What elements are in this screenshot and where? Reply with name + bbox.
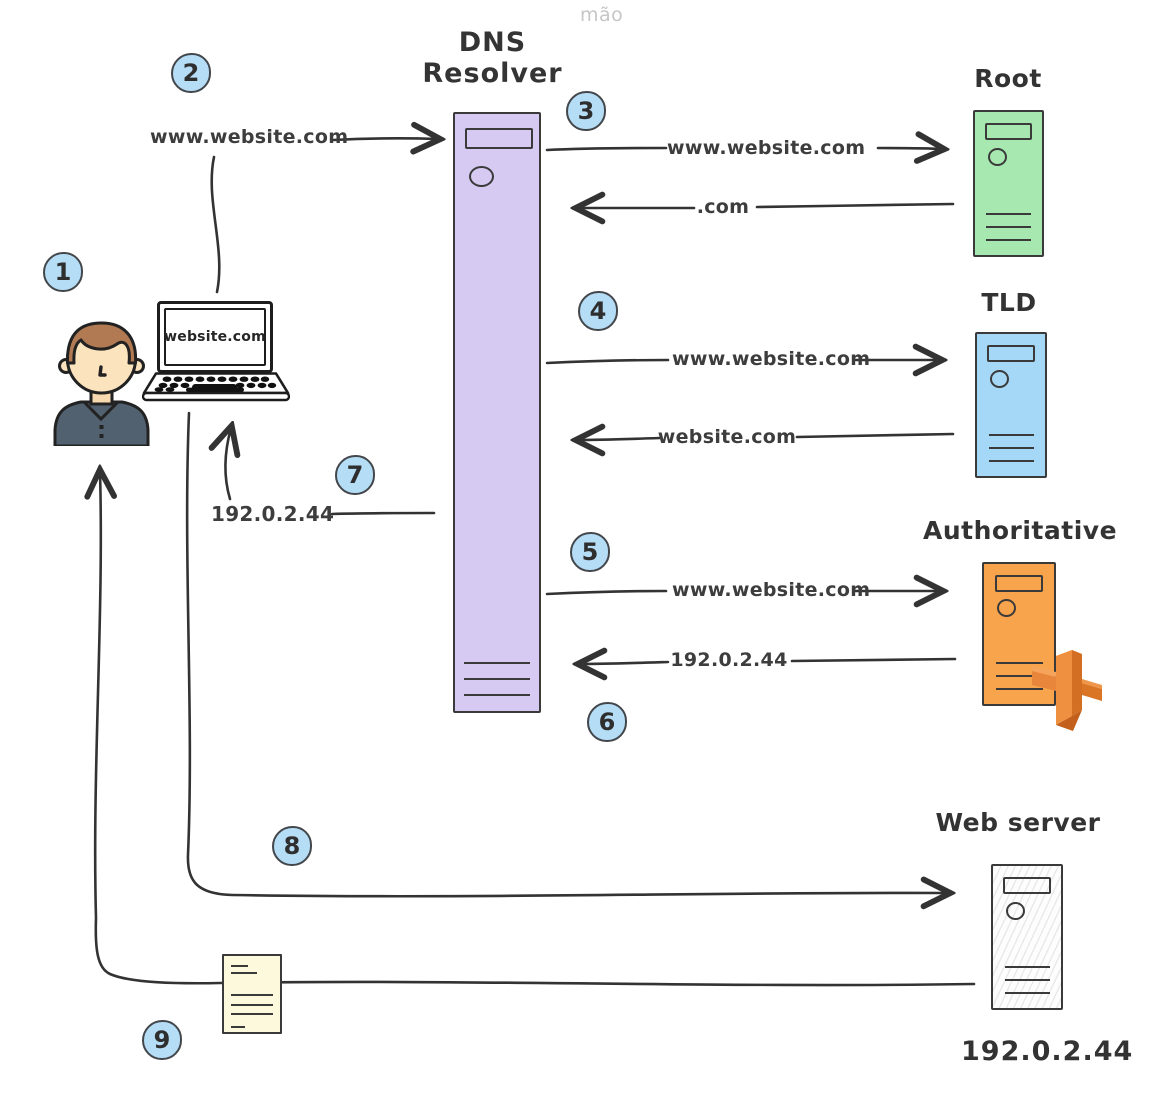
arrow-root-response-right	[755, 202, 955, 209]
vent-line	[464, 678, 530, 680]
step-badge-9: 9	[142, 1020, 182, 1060]
authoritative-label: Authoritative	[922, 516, 1118, 545]
arrow-tld-response-right	[795, 432, 955, 439]
diagram-title: DNS Resolver	[422, 27, 563, 89]
server-vents	[995, 662, 1043, 690]
label-auth-query: www.website.com	[672, 579, 871, 601]
step-badge-1: 1	[43, 252, 83, 292]
resolver-server	[453, 112, 541, 713]
web-server	[991, 864, 1063, 1010]
user-body	[53, 400, 150, 446]
vent-line	[995, 675, 1043, 677]
server-vents	[1004, 965, 1051, 994]
label-root-response: .com	[696, 196, 750, 218]
doc-line	[231, 1026, 245, 1028]
vent-line	[464, 662, 530, 664]
doc-line	[231, 994, 273, 996]
root-server	[973, 110, 1044, 257]
server-vents	[986, 212, 1032, 241]
arrow-root-query-left	[545, 146, 668, 152]
step-badge-8: 8	[272, 826, 312, 866]
server-led	[469, 166, 494, 187]
label-tld-query: www.website.com	[672, 348, 871, 370]
vent-line	[464, 694, 530, 696]
arrow-root-query-right	[876, 148, 942, 149]
label-tld-response: website.com	[657, 426, 797, 448]
laptop-keyboard	[142, 372, 290, 402]
vent-line	[988, 446, 1035, 449]
arrow-step2-query	[331, 138, 438, 140]
doc-line	[231, 965, 248, 967]
web-server-label: Web server	[935, 808, 1101, 837]
label-resolver-answer: 192.0.2.44	[211, 502, 335, 526]
step-badge-3: 3	[566, 91, 606, 131]
step-badge-6: 6	[587, 702, 627, 742]
server-led	[989, 369, 1009, 388]
doc-line	[231, 1013, 273, 1015]
vent-line	[1004, 991, 1051, 994]
web-server-ip: 192.0.2.44	[961, 1036, 1134, 1067]
laptop-screen: website.com	[157, 301, 273, 373]
user-collar	[83, 401, 119, 422]
tld-server	[975, 332, 1047, 478]
laptop-screen-text: website.com	[164, 308, 266, 366]
server-slot	[1003, 877, 1051, 895]
watermark: mão	[580, 4, 624, 26]
doc-line	[231, 1004, 273, 1006]
vent-line	[1004, 965, 1051, 968]
vent-line	[986, 225, 1032, 228]
label-auth-response: 192.0.2.44	[670, 649, 788, 671]
response-document-icon	[222, 954, 282, 1034]
label-root-query: www.website.com	[667, 137, 866, 159]
step-badge-2: 2	[171, 53, 211, 93]
tld-label: TLD	[981, 288, 1037, 317]
line-resolver-answer	[330, 511, 436, 516]
arrow-auth-response-left	[580, 662, 670, 664]
server-slot	[985, 123, 1032, 141]
step-badge-4: 4	[578, 291, 618, 331]
user-icon	[53, 321, 150, 446]
server-led	[997, 599, 1017, 617]
user-hair	[65, 321, 138, 365]
line-label-to-laptop	[210, 155, 221, 294]
arrow-step9-to-user	[95, 472, 976, 987]
vent-line	[988, 459, 1035, 462]
root-label: Root	[974, 64, 1042, 93]
server-slot	[465, 128, 533, 149]
server-slot	[987, 345, 1035, 363]
user-nose	[98, 365, 107, 377]
step-badge-5: 5	[570, 532, 610, 572]
authoritative-server	[982, 562, 1056, 706]
arrow-step8-to-webserver	[185, 411, 948, 896]
vent-line	[995, 662, 1043, 664]
server-vents	[988, 433, 1035, 462]
label-user-query: www.website.com	[150, 126, 349, 148]
vent-line	[995, 688, 1043, 690]
vent-line	[986, 212, 1032, 215]
vent-line	[1004, 978, 1051, 981]
server-vents	[464, 662, 530, 696]
arrow-tld-response-left	[578, 438, 662, 440]
arrow-answer-to-laptop	[225, 428, 231, 501]
server-led	[1005, 901, 1025, 920]
arrow-tld-query-left	[545, 358, 670, 365]
step-badge-7: 7	[335, 455, 375, 495]
dns-key-icon	[1032, 650, 1102, 731]
server-led	[987, 147, 1007, 166]
arrow-auth-response-right	[790, 657, 957, 663]
doc-line	[231, 972, 257, 974]
vent-line	[986, 238, 1032, 241]
arrow-auth-query-left	[545, 589, 668, 596]
vent-line	[988, 433, 1035, 436]
server-slot	[994, 575, 1044, 593]
